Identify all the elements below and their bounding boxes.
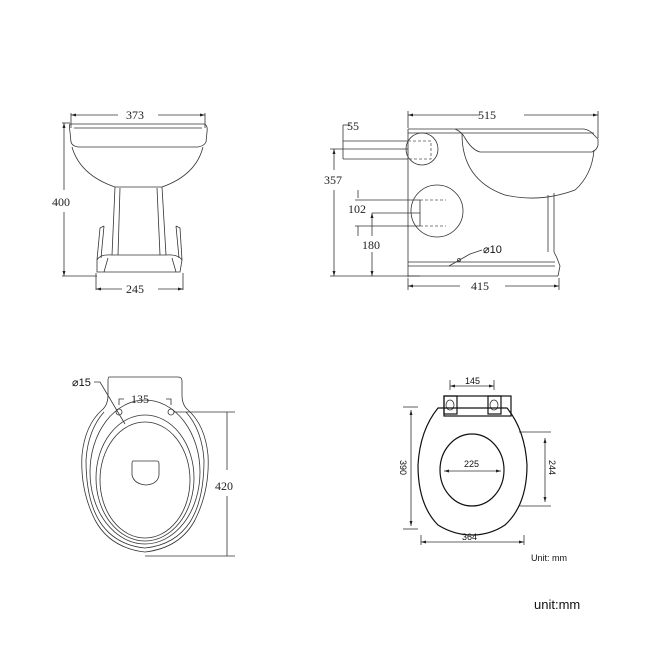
- top-hole-diameter: ⌀15: [72, 377, 91, 389]
- seat-opening-width: 225: [464, 459, 479, 469]
- top-depth: 420: [215, 479, 233, 493]
- side-fixing-hole: ⌀10: [483, 244, 502, 256]
- top-view: [81, 376, 235, 557]
- front-base-width: 245: [126, 282, 144, 296]
- seat-width: 364: [462, 532, 477, 542]
- side-base-length: 415: [471, 279, 489, 293]
- seat-unit-label: Unit: mm: [531, 553, 567, 563]
- seat-hinge-spacing: 145: [465, 376, 480, 386]
- seat-view: [403, 380, 551, 545]
- front-view: [62, 113, 208, 291]
- seat-opening-length: 244: [547, 460, 557, 475]
- front-height: 400: [52, 195, 70, 209]
- side-outlet-diameter: 102: [348, 202, 366, 216]
- top-hole-spacing: 135: [131, 392, 149, 406]
- side-inlet-diameter: 55: [347, 119, 359, 133]
- side-inlet-height: 357: [324, 173, 342, 187]
- side-overall-length: 515: [478, 108, 496, 122]
- unit-label: unit:mm: [534, 597, 581, 612]
- side-view: [330, 111, 599, 290]
- side-outlet-height: 180: [362, 238, 380, 252]
- seat-length: 390: [398, 460, 408, 475]
- front-top-width: 373: [126, 108, 144, 122]
